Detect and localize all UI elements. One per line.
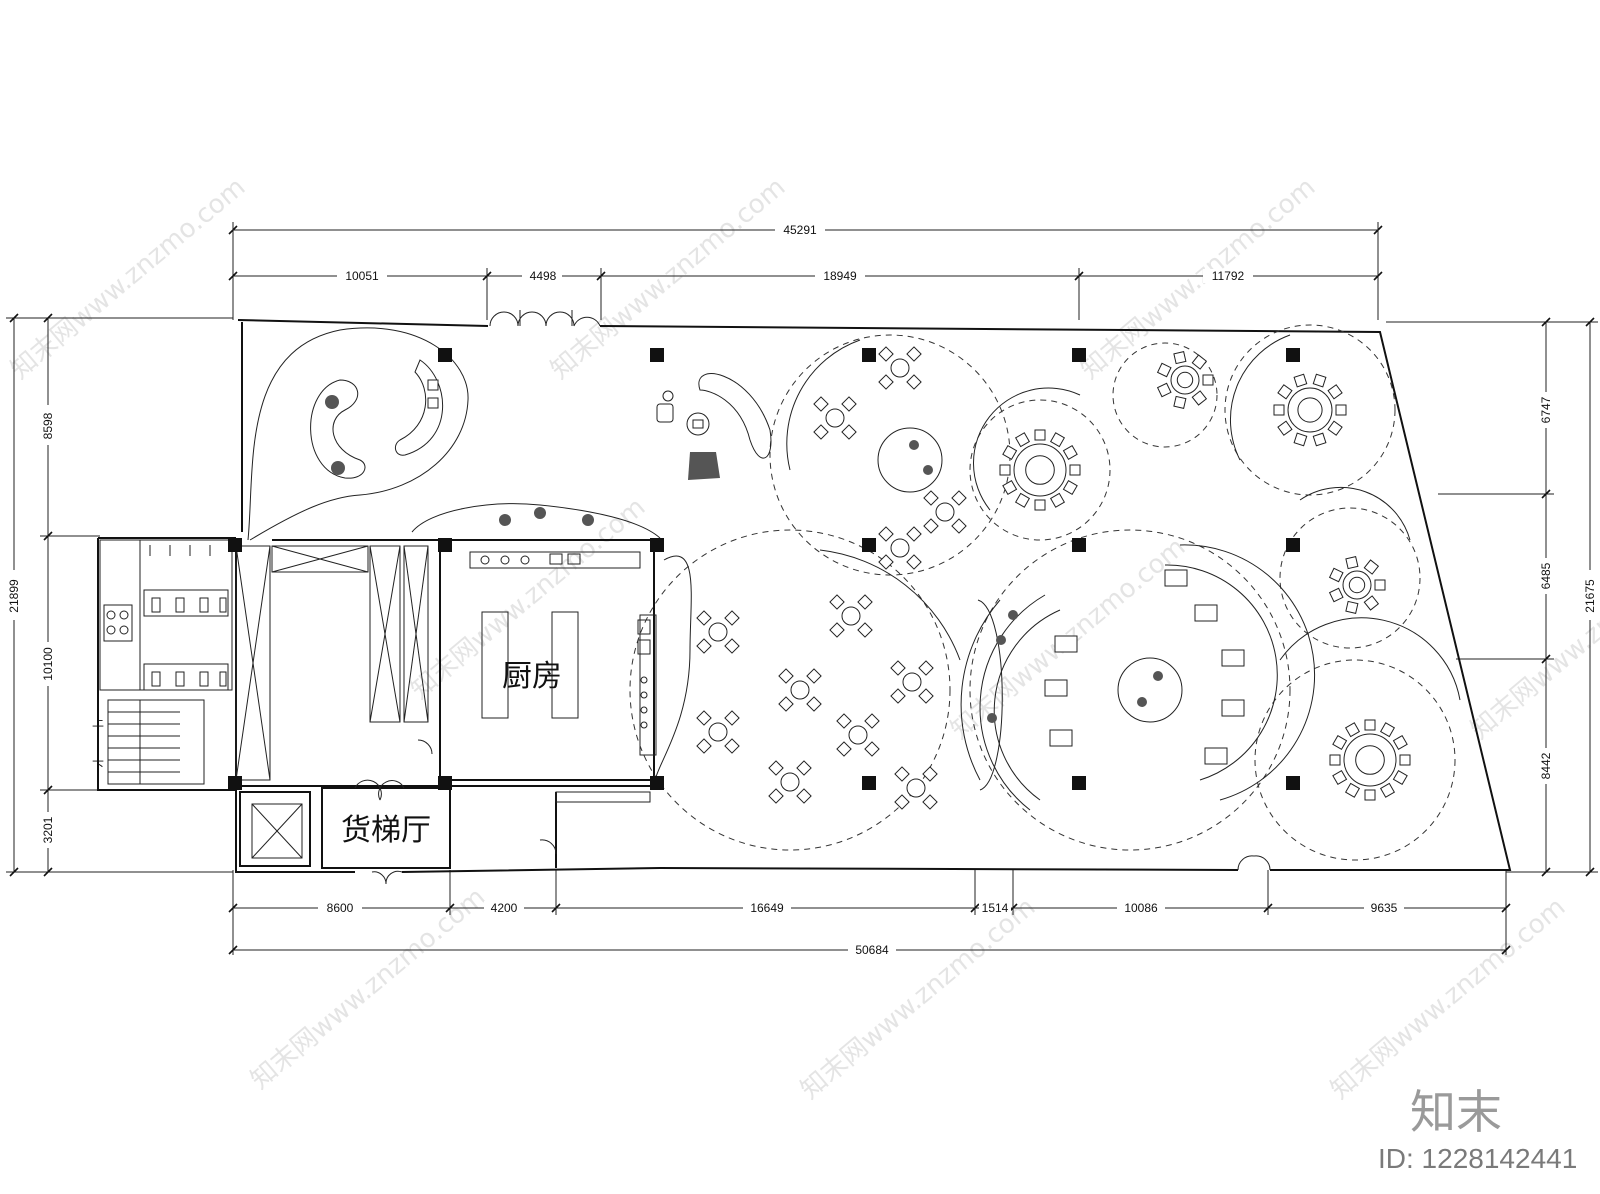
watermark-text: 知末网www.znzmo.com (545, 172, 791, 385)
dimensions-right: 21675 6747 6485 8442 (1386, 317, 1598, 877)
banquet-tables (999, 350, 1411, 801)
dim-bottom-6: 9635 (1371, 901, 1398, 915)
dim-left-2: 10100 (41, 647, 55, 681)
four-seat-tables (696, 346, 967, 810)
room-label-kitchen: 厨房 (502, 659, 562, 694)
booth-seating (979, 544, 1316, 811)
table-4-seat (878, 346, 922, 390)
watermark-layer: 知末网www.znzmo.com 知末网www.znzmo.com 知末网www… (5, 172, 1600, 1105)
round-banquet-table (1273, 373, 1347, 447)
round-banquet-table (1328, 555, 1386, 615)
entry-door-top (489, 310, 601, 327)
table-4-seat (829, 594, 873, 638)
table-4-seat (696, 710, 740, 754)
stair-label-up: 上 (92, 715, 104, 729)
watermark-text: 知末网www.znzmo.com (1075, 172, 1321, 385)
dimensions-bottom: 8600 4200 16649 1514 10086 9635 50684 (228, 870, 1511, 957)
dim-top-4: 11792 (1212, 269, 1245, 283)
watermark-text: 知末网www.znzmo.com (1325, 892, 1571, 1105)
stair-label-down: 下 (92, 759, 104, 773)
table-4-seat (696, 610, 740, 654)
restrooms (99, 539, 233, 691)
dimensions-left: 21899 8598 10100 3201 (6, 313, 233, 877)
dim-top-1: 10051 (345, 269, 379, 283)
exterior-walls (97, 319, 1512, 873)
kitchen: 厨房 (439, 539, 657, 781)
dim-bottom-5: 10086 (1124, 901, 1158, 915)
dim-top-total: 45291 (783, 223, 817, 237)
dining-zones (629, 324, 1456, 861)
dim-left-1: 8598 (41, 412, 55, 439)
dim-top-3: 18949 (823, 269, 857, 283)
watermark-text: 知末网www.znzmo.com (245, 882, 491, 1095)
watermark-text: 知末网www.znzmo.com (795, 892, 1041, 1105)
staircase: 上 下 (92, 699, 205, 785)
table-4-seat (836, 713, 880, 757)
room-label-freight-elevator-hall: 货梯厅 (341, 813, 431, 848)
dim-bottom-4: 1514 (982, 901, 1009, 915)
dim-bottom-1: 8600 (327, 901, 354, 915)
freight-elevator-hall: 货梯厅 (239, 779, 651, 885)
planter-kitchen-top (411, 503, 661, 539)
round-banquet-table (1329, 719, 1411, 801)
round-banquet-table (1156, 350, 1214, 410)
table-4-seat (890, 660, 934, 704)
lounge-chairs (656, 390, 720, 480)
lounge-area (247, 327, 469, 541)
dim-right-1: 6747 (1539, 396, 1553, 423)
dim-left-total: 21899 (7, 579, 21, 613)
dim-bottom-total: 50684 (855, 943, 889, 957)
image-id-label: ID: 1228142441 (1378, 1143, 1577, 1174)
table-4-seat (778, 668, 822, 712)
dim-right-3: 8442 (1539, 752, 1553, 779)
dim-right-total: 21675 (1583, 579, 1597, 613)
dim-bottom-2: 4200 (491, 901, 518, 915)
table-4-seat (768, 760, 812, 804)
table-4-seat (878, 526, 922, 570)
structural-columns (228, 348, 1300, 790)
table-4-seat (923, 490, 967, 534)
dimensions-top: 45291 10051 4498 18949 11792 (228, 222, 1383, 320)
table-4-seat (894, 766, 938, 810)
dim-left-3: 3201 (41, 816, 55, 843)
entry-door-bottom (1237, 855, 1271, 871)
brand-logo: 知末 (1410, 1085, 1502, 1139)
dim-right-2: 6485 (1539, 562, 1553, 589)
dim-bottom-3: 16649 (750, 901, 784, 915)
watermark-text: 知末网www.znzmo.com (5, 172, 251, 385)
dim-top-2: 4498 (530, 269, 557, 283)
planters (877, 427, 1018, 791)
watermark-text: 知末网www.znzmo.com (1465, 532, 1600, 745)
round-banquet-table (999, 429, 1081, 511)
table-4-seat (813, 396, 857, 440)
partitions (654, 334, 1461, 781)
